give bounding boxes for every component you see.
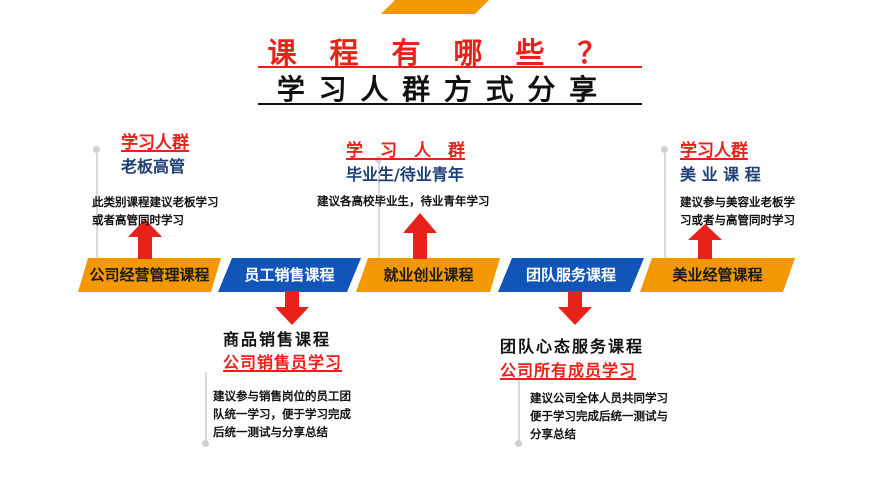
course-label-4[interactable]: 美业经管课程 (672, 266, 763, 284)
course-chip-4 (640, 258, 795, 292)
audience-desc-0: 此类别课程建议老板学习或者高管同时学习 (92, 195, 219, 227)
lower-desc-1: 建议公司全体人员共同学习便于学习完成后统一测试与分享总结 (530, 391, 668, 441)
course-chip-3 (498, 258, 644, 292)
audience-subtitle-1: 毕业生/待业青年 (346, 165, 464, 184)
audience-title-0: 学习人群 (121, 133, 189, 153)
guide-line (205, 372, 207, 442)
course-label-0[interactable]: 公司经营管理课程 (89, 266, 210, 284)
up-arrow-icon (403, 213, 437, 259)
page-subtitle: 学 习 人 群 方 式 分 享 (276, 73, 600, 106)
course-label-2[interactable]: 就业创业课程 (383, 266, 474, 284)
down-arrow-icon (558, 291, 592, 325)
course-chip-2 (356, 258, 500, 292)
audience-title-1: 学 习 人 群 (346, 141, 465, 161)
audience-subtitle-0: 老板高管 (121, 157, 186, 176)
lower-title-1: 团队心态服务课程 (500, 337, 645, 356)
course-chip-0 (78, 258, 221, 292)
audience-title-2: 学习人群 (680, 141, 748, 161)
page-title: 课 程 有 哪 些 ？ (267, 36, 609, 70)
audience-desc-1: 建议各高校毕业生，待业青年学习 (317, 194, 490, 208)
guide-dot (93, 146, 100, 153)
lower-title-0: 商品销售课程 (223, 330, 332, 349)
audience-subtitle-2: 美 业 课 程 (680, 165, 761, 184)
title-underline (258, 66, 642, 68)
down-arrow-icon (275, 291, 309, 325)
up-arrow-icon (688, 224, 722, 259)
lower-subtitle-1: 公司所有成员学习 (500, 361, 637, 380)
guide-dot (202, 440, 209, 447)
guide-line (518, 376, 520, 442)
guide-dot (515, 440, 522, 447)
course-band (78, 258, 795, 292)
up-arrow-icon (128, 219, 162, 259)
course-label-1[interactable]: 员工销售课程 (244, 266, 335, 284)
course-label-3[interactable]: 团队服务课程 (525, 266, 616, 284)
lower-desc-0: 建议参与销售岗位的员工团队统一学习，便于学习完成后统一测试与分享总结 (213, 389, 351, 439)
subtitle-underline (258, 103, 642, 105)
guide-line (96, 150, 98, 258)
course-chip-1 (218, 258, 361, 292)
guide-line (378, 160, 380, 258)
guide-dot (661, 146, 668, 153)
guide-dot (375, 156, 382, 163)
guide-line (664, 150, 666, 258)
lower-subtitle-0: 公司销售员学习 (223, 353, 343, 372)
top-accent-tab (381, 0, 489, 14)
audience-desc-2: 建议参与美容业老板学习或者与高管同时学习 (680, 195, 795, 227)
